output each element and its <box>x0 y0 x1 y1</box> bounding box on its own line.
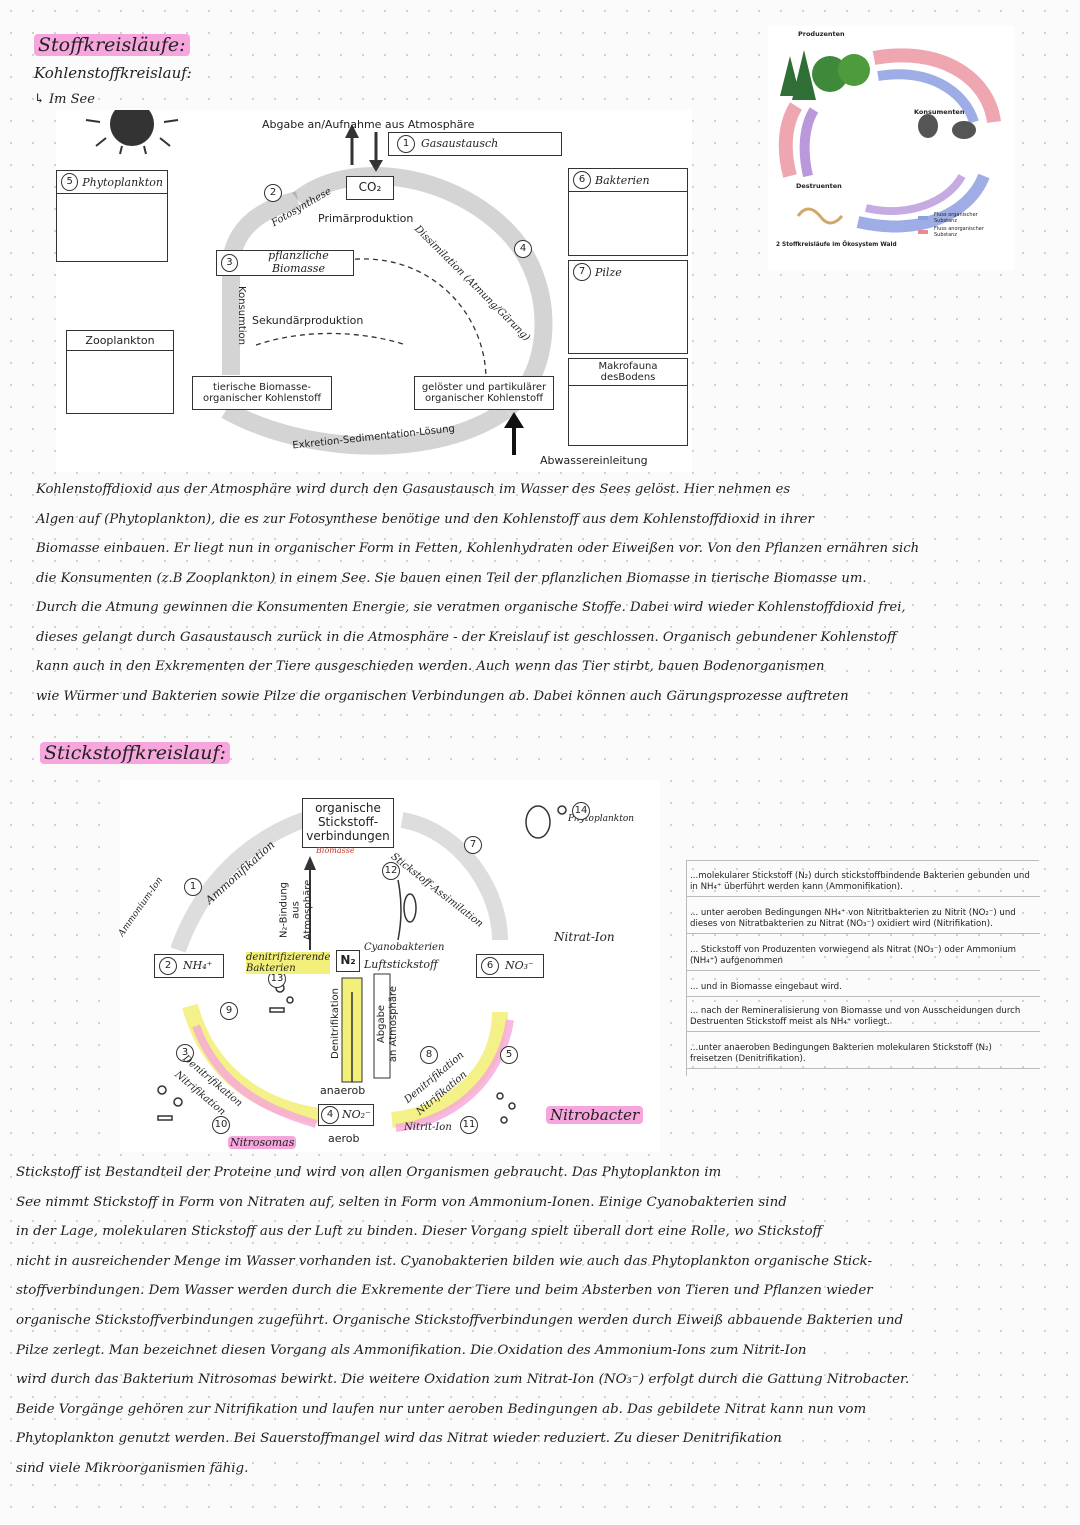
denitrification-vertical-label: Denitrifikation <box>330 988 341 1059</box>
release-label: Abgabe an Atmosphäre <box>376 986 400 1062</box>
text-line: Beide Vorgänge gehören zur Nitrifikation… <box>16 1395 909 1425</box>
number-badge: 4 <box>321 1106 339 1124</box>
no3-box: 6 NO₃⁻ <box>476 954 544 978</box>
gas-exchange-box: 1 Gasaustausch <box>388 132 562 156</box>
number-badge: 1 <box>184 878 202 896</box>
text-line: Pilze zerlegt. Man bezeichnet diesen Vor… <box>16 1336 909 1366</box>
biomasse-label: Biomasse <box>316 846 355 855</box>
nitrate-ion-label: Nitrat-Ion <box>554 930 615 944</box>
sun-icon <box>110 110 154 146</box>
nitrogen-cycle-diagram: organische Stickstoff- verbindungen Biom… <box>120 780 660 1152</box>
decomposers-label: Destruenten <box>796 182 842 190</box>
wastewater-label: Abwassereinleitung <box>540 454 648 467</box>
aerob-label: aerob <box>328 1132 360 1145</box>
text-line: stoffverbindungen. Dem Wasser werden dur… <box>16 1276 909 1306</box>
organic-nitrogen-box: organische Stickstoff- verbindungen <box>302 798 394 848</box>
nitrosomas-label: Nitrosomas <box>228 1136 296 1149</box>
text-line: Algen auf (Phytoplankton), die es zur Fo… <box>36 505 919 535</box>
nitrite-ion-label: Nitrit-Ion <box>404 1122 452 1133</box>
note-item: ... unter aeroben Bedingungen NH₄⁺ von N… <box>686 905 1040 934</box>
number-badge: 3 <box>221 254 238 272</box>
animal-biomass-box: tierische Biomasse- organischer Kohlenst… <box>192 376 332 410</box>
text-line: Biomasse einbauen. Er liegt nun in organ… <box>36 534 919 564</box>
forest-cycle-diagram: Produzenten Konsumenten Destruenten 2 St… <box>768 26 1014 270</box>
dissolved-carbon-box: gelöster und partikulärer organischer Ko… <box>414 376 554 410</box>
number-badge: 11 <box>460 1116 478 1134</box>
co2-box: CO₂ <box>346 176 394 200</box>
carbon-paragraph: Kohlenstoffdioxid aus der Atmosphäre wir… <box>36 475 919 711</box>
number-badge: 8 <box>420 1046 438 1064</box>
text-line: sind viele Mikroorganismen fähig. <box>16 1454 909 1484</box>
page-title: Stoffkreisläufe: <box>34 34 190 56</box>
air-nitrogen-label: Luftstickstoff <box>364 958 438 971</box>
denitrifying-bacteria-label: denitrifizierende Bakterien <box>246 952 330 974</box>
text-line: die Konsumenten (z.B Zooplankton) in ein… <box>36 564 919 594</box>
secondary-production-label: Sekundärproduktion <box>252 314 363 327</box>
number-badge: 2 <box>159 957 177 975</box>
text-line: dieses gelangt durch Gasaustausch zurück… <box>36 623 919 653</box>
text-line: Phytoplankton genutzt werden. Bei Sauers… <box>16 1424 909 1454</box>
text-line: wie Würmer und Bakterien sowie Pilze die… <box>36 682 919 712</box>
note-item: ... und in Biomasse eingebaut wird. <box>686 979 1040 997</box>
plant-biomass-box: 3 pflanzliche Biomasse <box>216 250 354 276</box>
bacteria-panel: 6 Bakterien <box>568 168 688 256</box>
note-item: ... Stickstoff von Produzenten vorwiegen… <box>686 942 1040 971</box>
nitrobacter-label: Nitrobacter <box>546 1106 643 1124</box>
text-line: Stickstoff ist Bestandteil der Proteine … <box>16 1158 909 1188</box>
number-badge: 7 <box>464 836 482 854</box>
no2-box: 4 NO₂⁻ <box>318 1104 374 1126</box>
number-badge: 5 <box>500 1046 518 1064</box>
n2-box: N₂ <box>336 950 360 972</box>
text-line: See nimmt Stickstoff in Form von Nitrate… <box>16 1188 909 1218</box>
subtitle-carbon: Kohlenstoffkreislauf: <box>34 64 192 82</box>
fungi-panel: 7 Pilze <box>568 260 688 354</box>
anaerob-label: anaerob <box>320 1084 365 1097</box>
text-line: wird durch das Bakterium Nitrosomas bewi… <box>16 1365 909 1395</box>
number-badge: 5 <box>61 173 78 191</box>
number-badge: 7 <box>573 263 591 281</box>
number-badge: 6 <box>573 171 591 189</box>
nitrogen-heading: Stickstoffkreislauf: <box>40 742 230 764</box>
note-item: ...unter anaeroben Bedingungen Bakterien… <box>686 1040 1040 1069</box>
text-line: in der Lage, molekularen Stickstoff aus … <box>16 1217 909 1247</box>
forest-caption: 2 Stoffkreisläufe im Ökosystem Wald <box>776 242 897 248</box>
text-line: Durch die Atmung gewinnen die Konsumente… <box>36 593 919 623</box>
nh4-box: 2 NH₄⁺ <box>154 954 224 978</box>
note-item: ...molekularer Stickstoff (N₂) durch sti… <box>686 868 1040 897</box>
consumers-label: Konsumenten <box>914 108 964 116</box>
macrofauna-panel: Makrofauna desBodens <box>568 358 688 446</box>
primary-production-label: Primärproduktion <box>318 212 413 225</box>
number-badge: 9 <box>220 1002 238 1020</box>
text-line: Kohlenstoffdioxid aus der Atmosphäre wir… <box>36 475 919 505</box>
number-badge: 10 <box>212 1116 230 1134</box>
phytoplankton-panel: 5 Phytoplankton <box>56 170 168 262</box>
note-item: ... nach der Remineralisierung von Bioma… <box>686 1003 1040 1032</box>
text-line: organische Stickstoffverbindungen zugefü… <box>16 1306 909 1336</box>
zooplankton-panel: Zooplankton <box>66 330 174 414</box>
consumption-label: Konsumtion <box>236 286 247 345</box>
text-line: kann auch in den Exkrementen der Tiere a… <box>36 652 919 682</box>
text-line: nicht in ausreichender Menge im Wasser v… <box>16 1247 909 1277</box>
producers-label: Produzenten <box>798 30 845 38</box>
cyanobacteria-label: Cyanobakterien <box>364 942 444 953</box>
carbon-cycle-diagram: Abgabe an/Aufnahme aus Atmosphäre 1 Gasa… <box>56 110 692 472</box>
atmosphere-label: Abgabe an/Aufnahme aus Atmosphäre <box>262 118 474 131</box>
legend-organic: Fluss organischer Substanz <box>934 212 978 224</box>
subtitle-location: ↳ Im See <box>34 92 95 107</box>
number-badge: 12 <box>382 862 400 880</box>
legend-inorganic: Fluss anorganischer Substanz <box>934 226 984 238</box>
n2-binding-label: N₂-Bindung aus Atmosphäre <box>278 880 314 941</box>
number-badge: 14 <box>572 802 590 820</box>
number-badge: 4 <box>514 240 532 258</box>
nitrogen-paragraph: Stickstoff ist Bestandteil der Proteine … <box>16 1158 909 1484</box>
number-badge: 2 <box>264 184 282 202</box>
number-badge: 1 <box>397 135 415 153</box>
number-badge: 6 <box>481 957 499 975</box>
